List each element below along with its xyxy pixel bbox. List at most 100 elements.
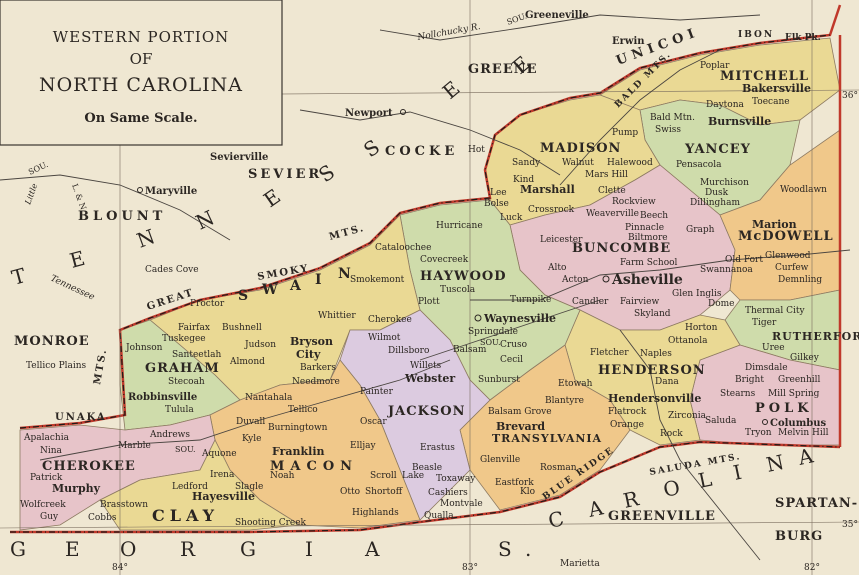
town-tryon: Tryon bbox=[745, 428, 772, 438]
marker-waynesville bbox=[474, 314, 482, 322]
town-saluda: Saluda bbox=[705, 416, 737, 426]
town-springdale: Springdale bbox=[468, 327, 518, 337]
town-oldfort: Old Fort bbox=[725, 255, 763, 265]
town-dome: Dome bbox=[708, 299, 735, 309]
town-sandy: Sandy bbox=[512, 158, 541, 168]
swain-letter-4: I bbox=[315, 272, 323, 288]
town-maryville: Maryville bbox=[145, 186, 197, 197]
label-rutherford: RUTHERFORD bbox=[772, 330, 859, 343]
town-glenville: Glenville bbox=[480, 455, 520, 465]
sc-letter-1: S. bbox=[498, 537, 545, 561]
town-blantyre: Blantyre bbox=[545, 396, 584, 406]
town-lake: Lake bbox=[402, 471, 424, 481]
label-clay: CLAY bbox=[152, 506, 219, 525]
county-clay bbox=[99, 439, 302, 531]
county-fills bbox=[19, 37, 841, 531]
south-carolina-lettering: S. C A R O L I N A bbox=[498, 440, 829, 561]
county-seats: Asheville Waynesville Hendersonville Bre… bbox=[52, 10, 827, 503]
ga-letter-6: I bbox=[305, 537, 327, 561]
ga-letter-7: A bbox=[364, 537, 393, 561]
town-luck: Luck bbox=[500, 213, 523, 223]
town-burnsville: Burnsville bbox=[708, 115, 771, 128]
town-kyle: Kyle bbox=[242, 434, 261, 444]
label-cherokee: CHEROKEE bbox=[42, 459, 136, 474]
town-newport: Newport bbox=[345, 108, 393, 119]
town-greeneville: Greeneville bbox=[525, 10, 589, 21]
town-klo: Klo bbox=[520, 487, 535, 497]
sc-letter-9: A bbox=[795, 440, 829, 470]
label-greene: GREENE bbox=[468, 62, 538, 77]
town-noah: Noah bbox=[270, 471, 295, 481]
town-waynesville: Waynesville bbox=[483, 312, 556, 325]
town-shootingcreek: Shooting Creek bbox=[235, 518, 307, 528]
town-turnpike: Turnpike bbox=[510, 295, 551, 305]
town-bright: Bright bbox=[735, 375, 764, 385]
label-macon: MACON bbox=[270, 459, 358, 474]
rail-line-8 bbox=[559, 49, 721, 186]
town-ledford: Ledford bbox=[172, 482, 208, 492]
rail-line-3 bbox=[470, 249, 851, 301]
town-marion: Marion bbox=[752, 218, 797, 231]
town-cataloochee: Cataloochee bbox=[375, 243, 431, 253]
town-balsamgrove: Balsam Grove bbox=[488, 407, 552, 417]
town-brasstown: Brasstown bbox=[100, 500, 148, 510]
town-murchison: Murchison bbox=[700, 178, 749, 188]
town-millspring: Mill Spring bbox=[768, 389, 820, 399]
town-eastfork: Eastfork bbox=[495, 478, 534, 488]
town-robbinsville: Robbinsville bbox=[128, 392, 197, 403]
town-oscar: Oscar bbox=[360, 417, 387, 427]
title-box: WESTERN PORTION OF NORTH CAROLINA On Sam… bbox=[0, 0, 283, 146]
label-henderson: HENDERSON bbox=[598, 363, 706, 378]
marker-asheville bbox=[602, 275, 610, 283]
town-city: City bbox=[296, 348, 321, 361]
town-sevierville: Sevierville bbox=[210, 152, 268, 163]
town-pump: Pump bbox=[612, 128, 638, 138]
town-bolse: Bolse bbox=[484, 199, 509, 209]
town-hayesville: Hayesville bbox=[192, 490, 255, 503]
town-curfew: Curfew bbox=[775, 263, 809, 273]
ga-letter-4: R bbox=[180, 537, 209, 561]
town-marietta: Marietta bbox=[560, 559, 600, 569]
title-box-frame bbox=[0, 0, 283, 146]
label-burg: BURG bbox=[775, 529, 823, 544]
label-lon-84: 84° bbox=[112, 563, 128, 573]
town-zirconia: Zirconia bbox=[668, 411, 707, 421]
town-dillsboro: Dillsboro bbox=[388, 346, 429, 356]
town-skyland: Skyland bbox=[634, 309, 671, 319]
title-line-3: NORTH CAROLINA bbox=[39, 74, 243, 96]
label-sou-3: SOU. bbox=[480, 338, 501, 347]
town-uree: Uree bbox=[762, 343, 785, 353]
town-swannanoa: Swannanoa bbox=[700, 265, 753, 275]
town-poplar: Poplar bbox=[700, 61, 730, 71]
town-dimsdale: Dimsdale bbox=[745, 363, 788, 373]
label-blount: BLOUNT bbox=[78, 209, 166, 224]
town-dillingham: Dillingham bbox=[690, 198, 740, 208]
town-gilkey: Gilkey bbox=[790, 353, 820, 363]
town-pinnacle: Pinnacle bbox=[625, 223, 664, 233]
town-alto: Alto bbox=[547, 263, 566, 273]
marker-maryville bbox=[137, 187, 143, 193]
label-sou-4: SOU. bbox=[175, 445, 196, 454]
label-sevier: SEVIER bbox=[248, 167, 322, 182]
railroads bbox=[0, 14, 851, 561]
town-rockview: Rockview bbox=[612, 197, 656, 207]
town-nina: Nina bbox=[40, 446, 63, 456]
town-duvall: Duvall bbox=[236, 417, 265, 427]
label-buncombe: BUNCOMBE bbox=[572, 241, 671, 256]
town-sunburst: Sunburst bbox=[478, 375, 520, 385]
town-naples: Naples bbox=[640, 349, 672, 359]
town-crossrock: Crossrock bbox=[528, 205, 575, 215]
town-burningtown: Burningtown bbox=[268, 423, 328, 433]
town-clette: Clette bbox=[598, 186, 626, 196]
town-elljay: Elljay bbox=[350, 441, 376, 451]
town-beasle: Beasle bbox=[412, 463, 442, 473]
rail-line-4 bbox=[419, 299, 601, 361]
ga-letter-2: E bbox=[65, 537, 94, 561]
label-ibon: IBON bbox=[738, 30, 774, 40]
town-irena: Irena bbox=[210, 470, 235, 480]
town-montvale: Montvale bbox=[440, 499, 483, 509]
sc-letter-3: A bbox=[585, 492, 619, 522]
sc-letter-6: L bbox=[696, 464, 728, 493]
town-tuscola: Tuscola bbox=[440, 285, 476, 295]
town-patrick: Patrick bbox=[30, 473, 63, 483]
